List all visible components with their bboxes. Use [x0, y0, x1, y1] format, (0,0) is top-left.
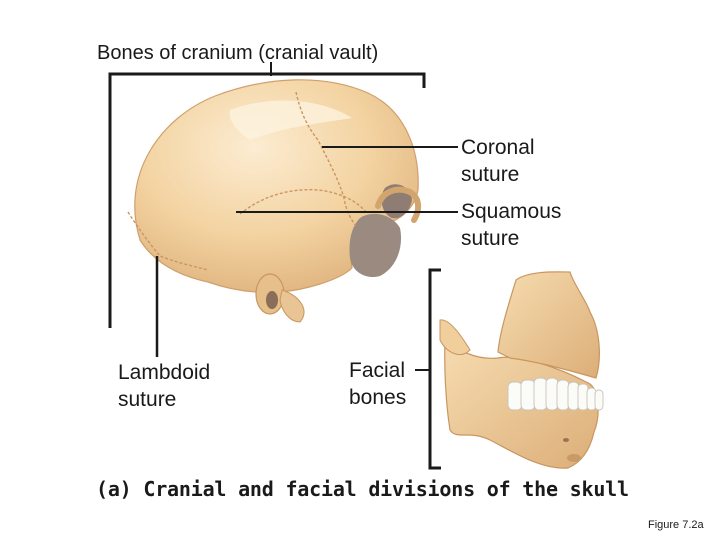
facial-bracket	[428, 268, 441, 470]
coronal-suture-label: Coronal suture	[461, 136, 535, 186]
maxilla	[497, 271, 600, 379]
lower-cranium	[279, 289, 305, 323]
jaw-notch	[567, 454, 581, 462]
mandible-ramus	[439, 319, 471, 355]
squamous-suture-label: Squamous suture	[461, 200, 562, 250]
ear-canal	[266, 291, 278, 309]
mental-foramen	[563, 438, 569, 442]
figure-caption: (a) Cranial and facial divisions of the …	[96, 477, 629, 501]
cavity-shadow	[349, 213, 402, 278]
cranium-highlight	[229, 100, 352, 140]
teeth	[507, 377, 604, 411]
lambdoid-suture-label: Lambdoid suture	[118, 361, 211, 411]
cranium-bracket	[108, 72, 426, 328]
orbit-rim	[375, 186, 422, 223]
figure-number: Figure 7.2a	[648, 519, 704, 531]
facial-bones-label: Facial bones	[349, 359, 407, 409]
lambdoid-suture-line	[127, 211, 209, 271]
coronal-suture-line	[295, 91, 357, 227]
squamous-suture-line	[239, 189, 367, 215]
cranium-label: Bones of cranium (cranial vault)	[97, 42, 379, 64]
